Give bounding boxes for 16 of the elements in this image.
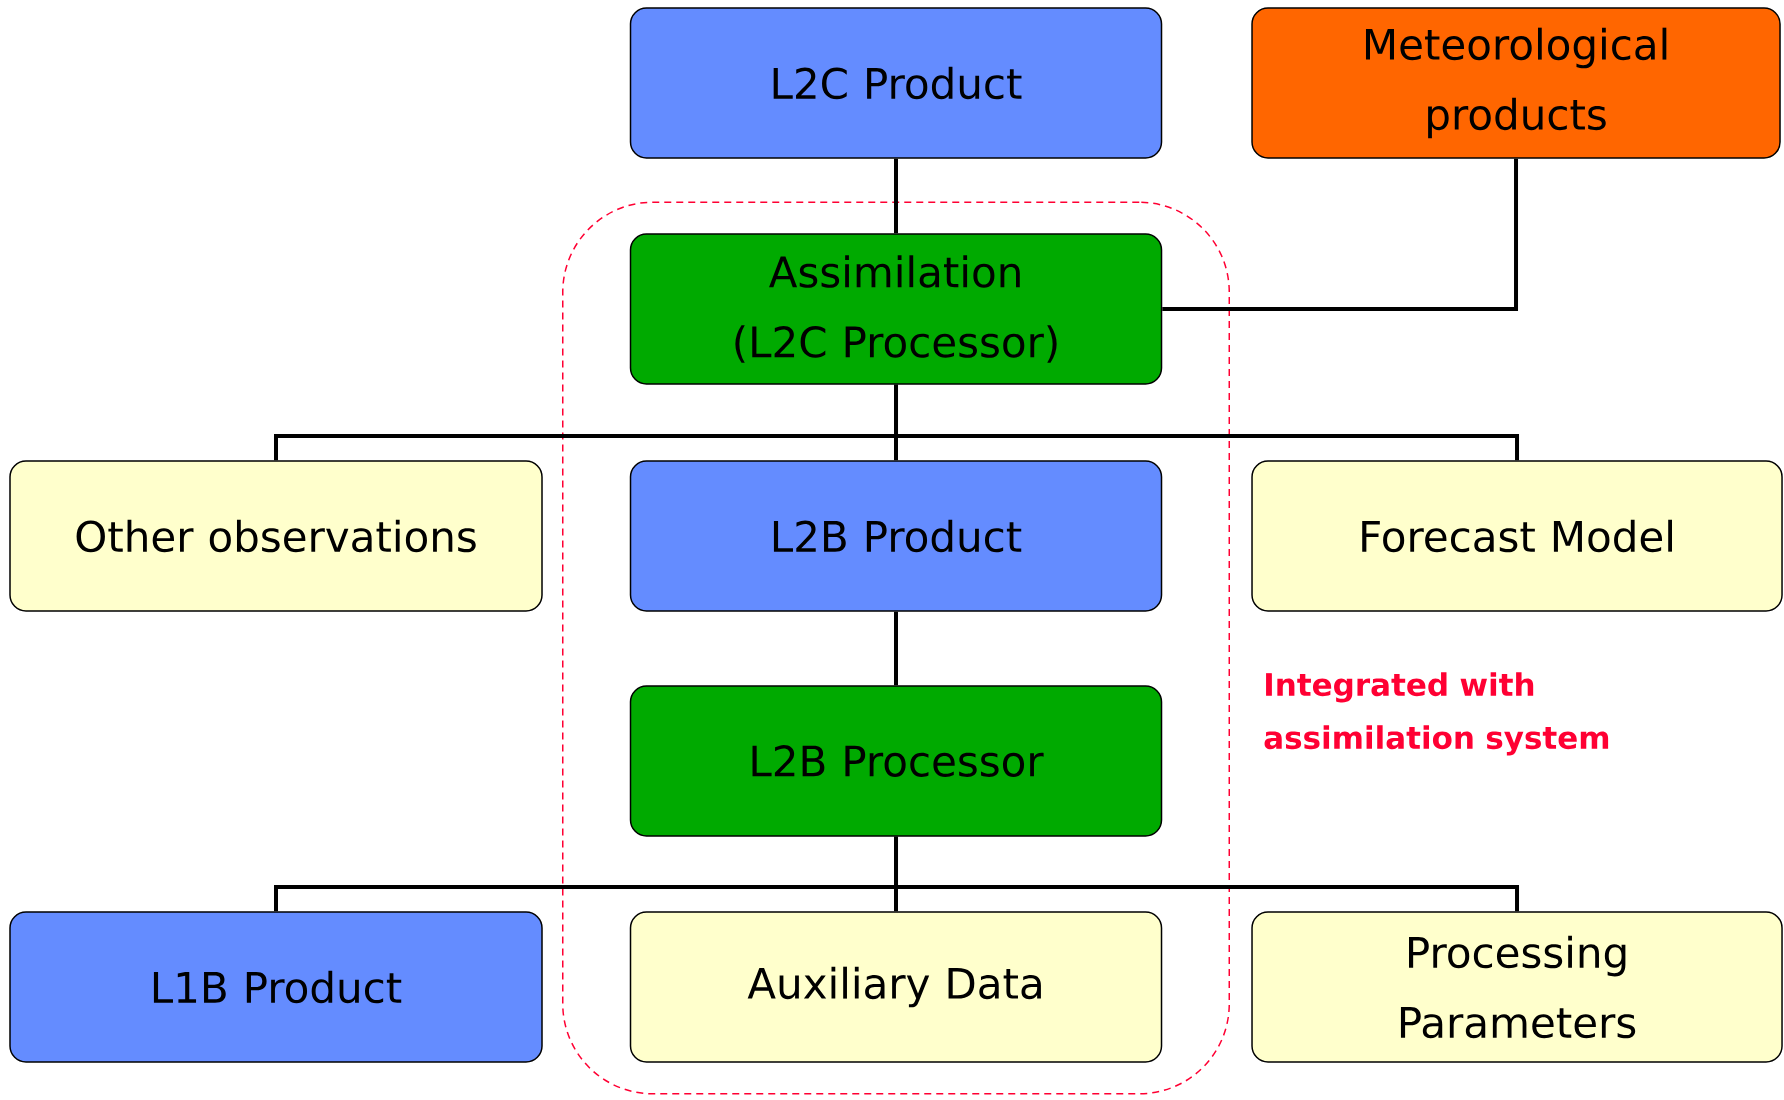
- source-box: Meteorological products: [1251, 7, 1781, 159]
- region-label: Integrated with assimilation system: [1264, 672, 1609, 756]
- input-box: Other observations: [9, 460, 543, 612]
- input-box: Auxiliary Data: [629, 911, 1163, 1063]
- input-box: Forecast Model: [1251, 460, 1783, 612]
- product-box: L2B Product: [629, 460, 1163, 612]
- product-box: L2C Product: [629, 7, 1163, 159]
- processor-box: L2B Processor: [629, 685, 1163, 837]
- connector-line: [894, 611, 898, 686]
- connector-line: [894, 836, 1519, 912]
- connector-line: [1162, 158, 1518, 311]
- product-box: L1B Product: [9, 911, 543, 1063]
- processor-box: Assimilation (L2C Processor): [629, 233, 1163, 385]
- input-box: Processing Parameters: [1251, 911, 1783, 1063]
- connector-line: [894, 384, 1519, 461]
- connector-line: [894, 158, 898, 234]
